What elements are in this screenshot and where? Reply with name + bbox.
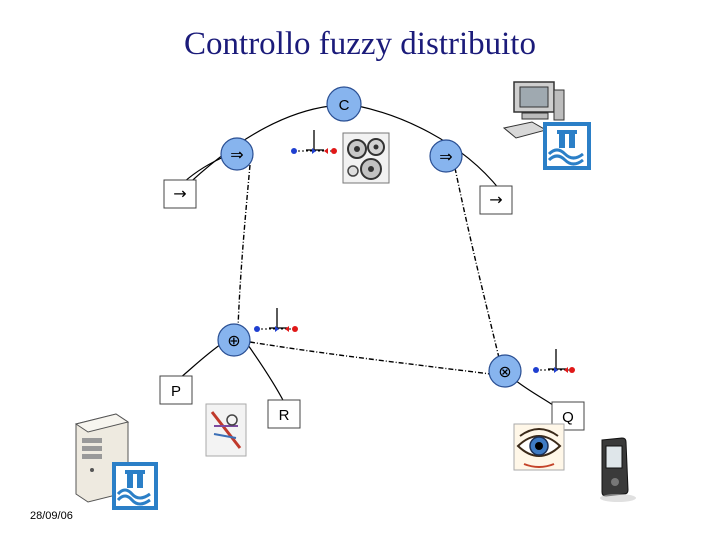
magnifier-document-icon [205,403,247,457]
fuzzy-logo-icon [112,462,158,510]
node-arrow-right-symbol: → [489,190,502,209]
node-r-label: R [279,407,290,424]
node-implies-right[interactable]: ⇒ [429,139,463,173]
edge-oplus-to-r [247,344,285,403]
node-implies-left-symbol: ⇒ [230,145,243,164]
node-arrow-left[interactable]: → [163,179,197,209]
signal-transition-icon [254,308,298,332]
edge-c-to-right [357,105,501,191]
node-otimes-symbol: ⊗ [498,362,511,381]
edge-dash-left [237,164,251,329]
node-c[interactable]: C [326,86,362,122]
slide-title: Controllo fuzzy distribuito [184,26,536,62]
eye-icon [513,423,565,471]
edge-oplus-to-p [179,341,225,379]
node-p-label: P [171,383,181,400]
node-r[interactable]: R [267,399,301,429]
slide-date: 28/09/06 [30,510,73,522]
node-p[interactable]: P [159,375,193,405]
node-otimes[interactable]: ⊗ [488,354,522,388]
edge-dash-right [454,167,501,363]
edge-dash-oplus-otimes [249,341,491,375]
node-c-label: C [339,97,350,114]
signal-transition-icon [291,130,337,154]
node-implies-left[interactable]: ⇒ [220,137,254,171]
gears-icon [342,132,390,184]
signal-transition-icon [533,349,575,373]
node-oplus[interactable]: ⊕ [217,323,251,357]
node-implies-right-symbol: ⇒ [439,147,452,166]
node-oplus-symbol: ⊕ [227,331,240,350]
node-arrow-left-symbol: → [173,184,186,203]
edge-c-to-left [181,105,331,191]
node-q-label: Q [562,409,574,426]
pda-icon [600,437,636,502]
node-arrow-right[interactable]: → [479,185,513,215]
fuzzy-logo-icon [543,122,591,170]
